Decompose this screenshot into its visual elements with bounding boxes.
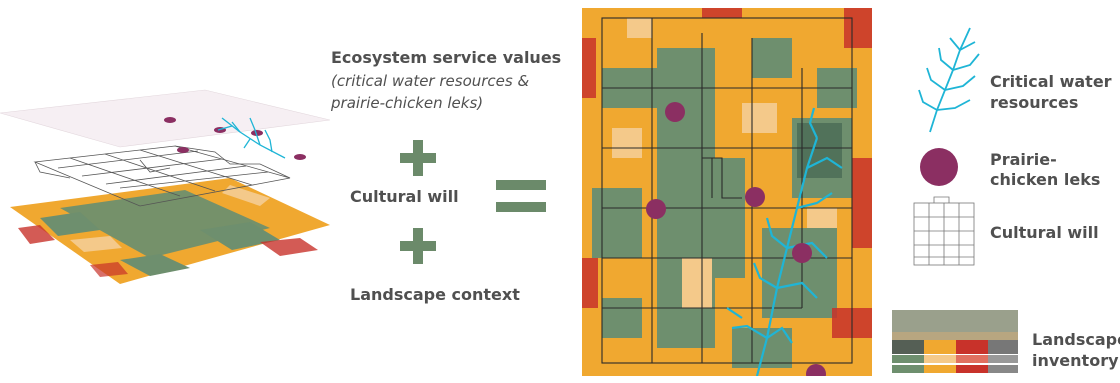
equals-icon: [496, 180, 546, 214]
legend-water-line2: resources: [990, 93, 1079, 112]
cultural-will-label: Cultural will: [350, 187, 459, 206]
combined-map: [582, 8, 872, 376]
landscape-inventory-icon: [892, 310, 1018, 373]
ecosystem-values-sub-1: (critical water resources &: [331, 72, 530, 90]
water-resources-icon: [918, 27, 980, 133]
ecosystem-values-title: Ecosystem service values: [331, 48, 562, 67]
legend-inventory-line2: inventory: [1032, 351, 1119, 370]
plus-icon-2: [400, 228, 436, 264]
legend-cultural-will: Cultural will: [990, 223, 1099, 242]
plus-icon-1: [400, 140, 436, 176]
landscape-context-label: Landscape context: [350, 285, 520, 304]
ecosystem-values-layer: [0, 89, 331, 160]
legend-leks-line1: Prairie-: [990, 150, 1057, 169]
cultural-will-layer: [33, 145, 291, 207]
legend-leks-line2: chicken leks: [990, 170, 1101, 189]
ecosystem-values-sub-2: prairie-chicken leks): [331, 94, 484, 112]
cultural-will-grid-icon: [913, 196, 975, 266]
legend-water-line1: Critical water: [990, 72, 1112, 91]
landscape-context-layer: [10, 178, 330, 284]
legend-inventory-line1: Landscape: [1032, 330, 1120, 349]
layer-stack-diagram: [0, 89, 331, 284]
lek-marker-icon: [920, 148, 958, 186]
